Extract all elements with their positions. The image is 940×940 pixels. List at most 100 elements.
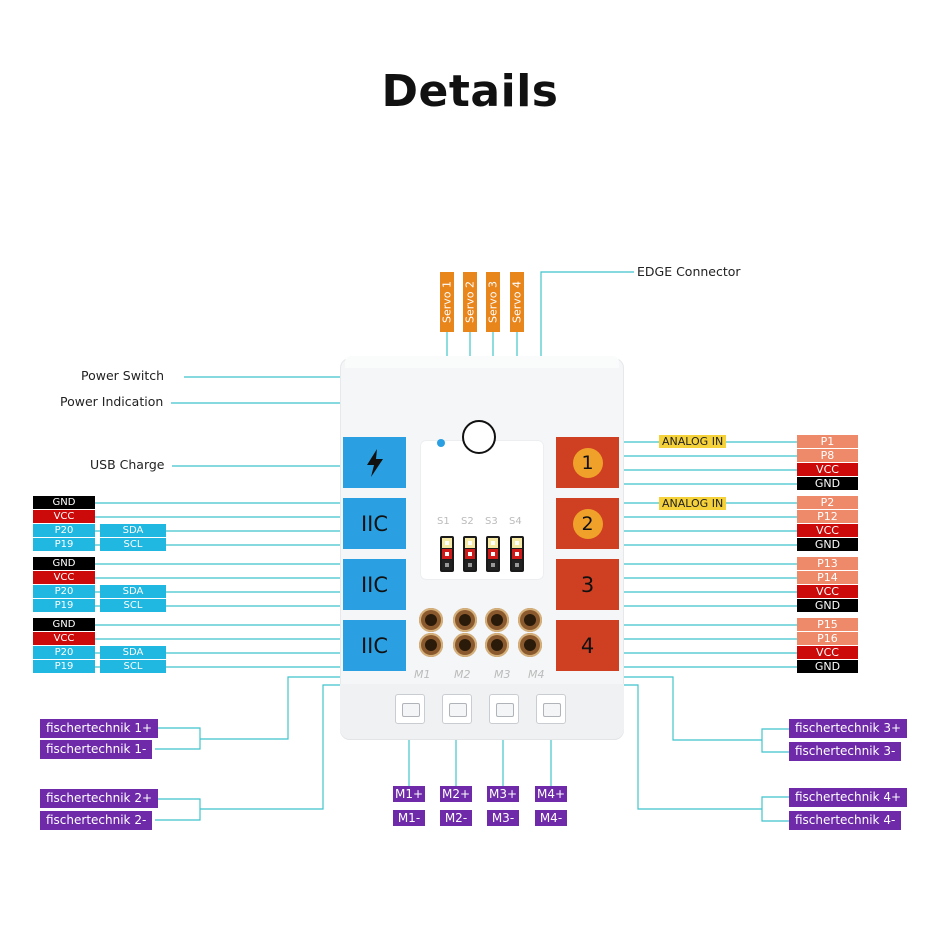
port-1-badge: 1 [572,447,603,478]
screw-terminal-hole [459,614,471,626]
ft1-bracket [155,727,201,750]
screw-terminal[interactable] [453,633,477,657]
servo-pin-dot [491,541,495,545]
power-indication-label: Power Indication [60,394,164,409]
screw-terminal[interactable] [485,633,509,657]
port-number: 4 [580,633,595,658]
port3-gnd-tag: GND [797,599,858,612]
fischertechnik-socket-2[interactable] [442,694,472,724]
iic-port-label: IIC [360,633,389,658]
fischertechnik-1-plus-tag: fischertechnik 1+ [40,719,159,738]
servo-pin [488,560,498,570]
servo-header-3[interactable] [486,536,500,572]
power-switch[interactable] [462,420,496,454]
m2-minus-tag: M2- [440,810,472,826]
screw-terminal-hole [524,639,536,651]
port-2-badge: 2 [572,508,603,539]
motor-board-label-m4: M4 [528,668,545,681]
m4-minus-tag: M4- [535,810,567,826]
usb-charge-port[interactable] [343,437,406,488]
iic1-vcc-tag: VCC [33,510,95,523]
servo-1-tag: Servo 1 [440,272,454,332]
ft2-bracket [155,798,201,821]
screw-terminal[interactable] [518,633,542,657]
port4-gnd-tag: GND [797,660,858,673]
iic3-sda-tag: SDA [100,646,166,659]
iic-port-1[interactable]: IIC [343,498,406,549]
screw-terminal[interactable] [419,633,443,657]
port-3[interactable]: 3 [556,559,619,610]
usb-charge-label: USB Charge [90,457,165,472]
servo-1-label: Servo 1 [440,280,454,324]
servo-2-tag: Servo 2 [463,272,477,332]
m2-plus-tag: M2+ [440,786,472,802]
iic1-gnd-tag: GND [33,496,95,509]
fischertechnik-socket-3[interactable] [489,694,519,724]
lightning-bolt-icon [366,448,383,477]
fischertechnik-1-minus-tag: fischertechnik 1- [40,740,153,759]
screw-terminal-hole [491,614,503,626]
socket-slot [496,703,514,717]
power-switch-label: Power Switch [81,368,165,383]
screw-terminal[interactable] [419,608,443,632]
motor-board-label-m1: M1 [414,668,431,681]
iic3-vcc-tag: VCC [33,632,95,645]
servo-pin [442,538,452,548]
port-2[interactable]: 2 [556,498,619,549]
fischertechnik-socket-1[interactable] [395,694,425,724]
servo-pin [488,549,498,559]
screw-terminal-hole [425,639,437,651]
servo-pin-dot [445,563,449,567]
socket-slot [449,703,467,717]
board-bottom-base [340,684,624,740]
servo-pin-dot [491,552,495,556]
analog-in-tag-p1: ANALOG IN [659,435,727,448]
port-number: 1 [581,451,594,474]
port-1[interactable]: 1 [556,437,619,488]
iic2-p20-tag: P20 [33,585,95,598]
servo-header-4[interactable] [510,536,524,572]
iic1-p19-tag: P19 [33,538,95,551]
port4-vcc-tag: VCC [797,646,858,659]
socket-slot [402,703,420,717]
port-4[interactable]: 4 [556,620,619,671]
servo-pin-dot [468,541,472,545]
port1-p8-tag: P8 [797,449,858,462]
m3-minus-tag: M3- [487,810,519,826]
iic-port-label: IIC [360,572,389,597]
servo-header-2[interactable] [463,536,477,572]
ft3-bracket [761,728,789,753]
fischertechnik-socket-4[interactable] [536,694,566,724]
screw-terminal-hole [425,614,437,626]
motor-board-label-m2: M2 [454,668,471,681]
fischertechnik-3-plus-tag: fischertechnik 3+ [789,719,908,738]
servo-pin [512,549,522,559]
iic3-scl-tag: SCL [100,660,166,673]
iic-port-2[interactable]: IIC [343,559,406,610]
iic2-gnd-tag: GND [33,557,95,570]
servo-pin [488,538,498,548]
power-indicator-led [437,439,445,447]
servo-pin-dot [515,541,519,545]
servo-board-label-s3: S3 [485,516,498,527]
servo-pin [465,549,475,559]
screw-terminal[interactable] [485,608,509,632]
edge-connector-label: EDGE Connector [637,264,741,279]
iic-port-3[interactable]: IIC [343,620,406,671]
port2-vcc-tag: VCC [797,524,858,537]
screw-terminal[interactable] [453,608,477,632]
m4-plus-tag: M4+ [535,786,567,802]
fischertechnik-3-minus-tag: fischertechnik 3- [789,742,902,761]
m1-plus-tag: M1+ [393,786,425,802]
servo-4-tag: Servo 4 [510,272,524,332]
servo-pin [442,549,452,559]
servo-pin [512,560,522,570]
screw-terminal-hole [459,639,471,651]
servo-header-1[interactable] [440,536,454,572]
motor-board-label-m3: M3 [494,668,511,681]
page-title: Details [381,66,559,117]
screw-terminal[interactable] [518,608,542,632]
port-number: 2 [581,512,594,535]
servo-pin [465,538,475,548]
